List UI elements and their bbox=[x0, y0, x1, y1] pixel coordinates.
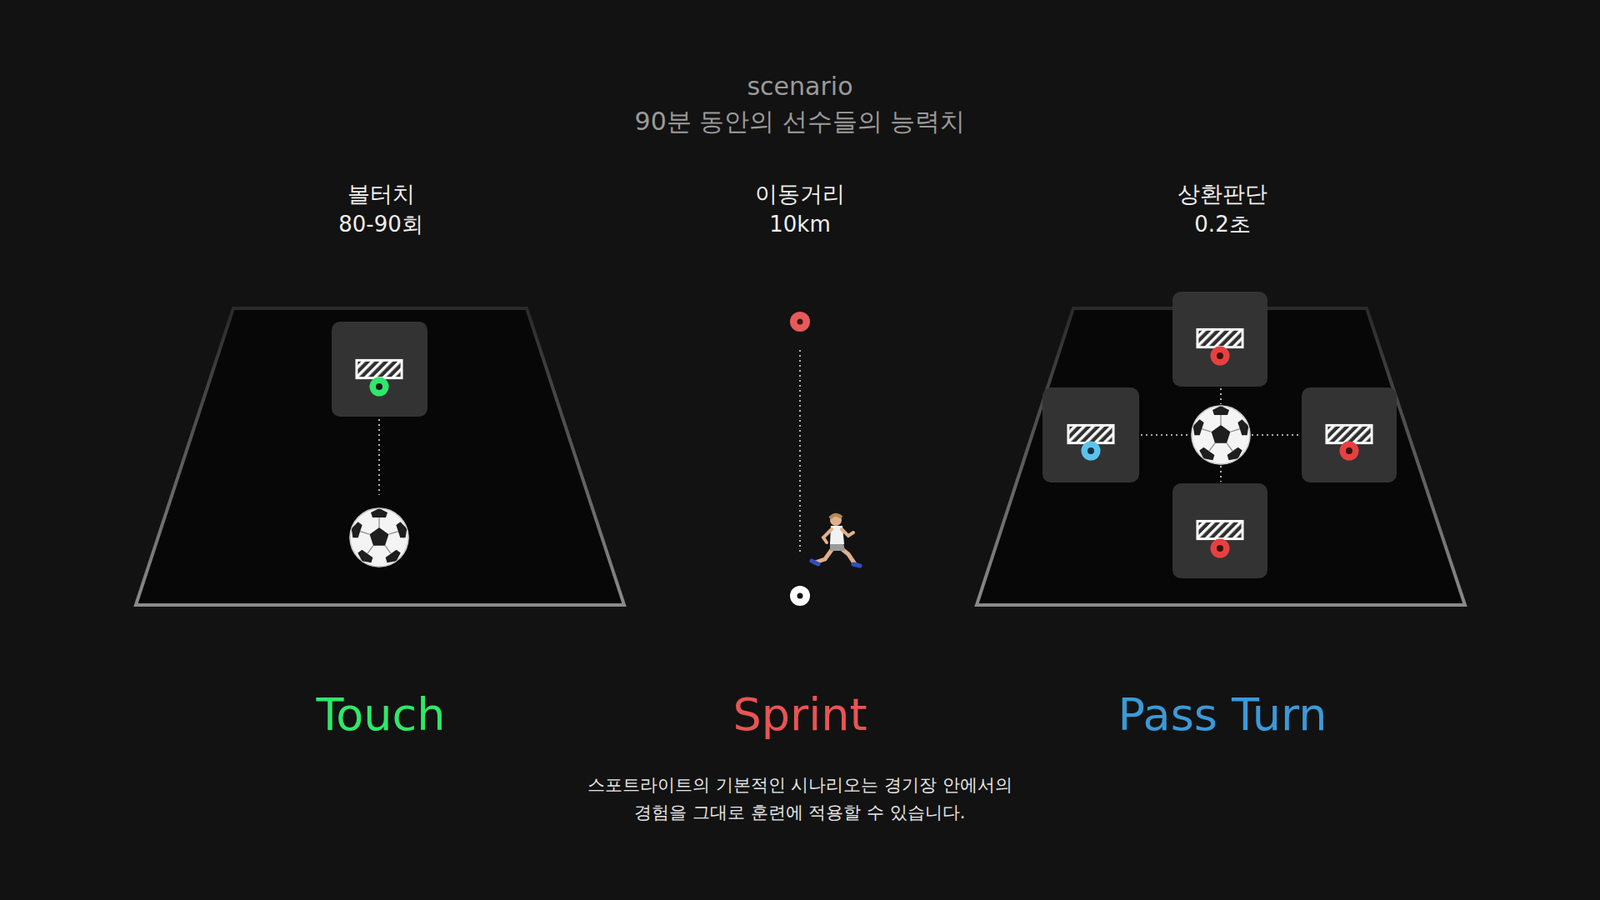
soccer-ball bbox=[1190, 405, 1252, 465]
field-trapezoid bbox=[976, 308, 1465, 605]
goal-icon bbox=[1197, 329, 1243, 347]
goal-box bbox=[1042, 387, 1140, 483]
mode-label: Touch bbox=[316, 688, 446, 743]
goal-box bbox=[1172, 483, 1268, 579]
goal-icon bbox=[1068, 425, 1114, 443]
mode-label: Pass Turn bbox=[1117, 688, 1327, 743]
dotted-path bbox=[799, 350, 801, 555]
scenario-title: scenario bbox=[746, 71, 853, 102]
metric-value: 0.2초 bbox=[1194, 211, 1250, 238]
metric-heading: 상환판단 bbox=[1177, 180, 1268, 208]
field-trapezoid bbox=[135, 308, 625, 605]
end-dot bbox=[790, 585, 810, 606]
start-dot bbox=[790, 311, 810, 332]
metric-heading: 이동거리 bbox=[755, 180, 845, 208]
goal-box bbox=[331, 321, 428, 417]
subtitle: 90분 동안의 선수들의 능력치 bbox=[635, 106, 966, 137]
runner-figure bbox=[811, 514, 860, 566]
metric-heading: 볼터치 bbox=[347, 180, 415, 208]
soccer-ball bbox=[349, 508, 410, 567]
caption-text: 스포트라이트의 기본적인 시나리오는 경기장 안에서의 경험을 그대로 훈련에 … bbox=[566, 771, 1034, 826]
goal-box bbox=[1172, 291, 1268, 387]
goal-icon bbox=[1197, 520, 1243, 539]
goal-box bbox=[1301, 387, 1397, 483]
metric-value: 80-90회 bbox=[338, 211, 424, 238]
goal-icon bbox=[1326, 425, 1372, 443]
target-dots bbox=[1081, 346, 1360, 559]
metric-value: 10km bbox=[769, 211, 830, 238]
mode-label: Sprint bbox=[732, 688, 867, 743]
touch-dot bbox=[370, 377, 390, 397]
dotted-path bbox=[1140, 388, 1300, 482]
dotted-path bbox=[378, 419, 380, 495]
goal-icon bbox=[356, 360, 402, 378]
